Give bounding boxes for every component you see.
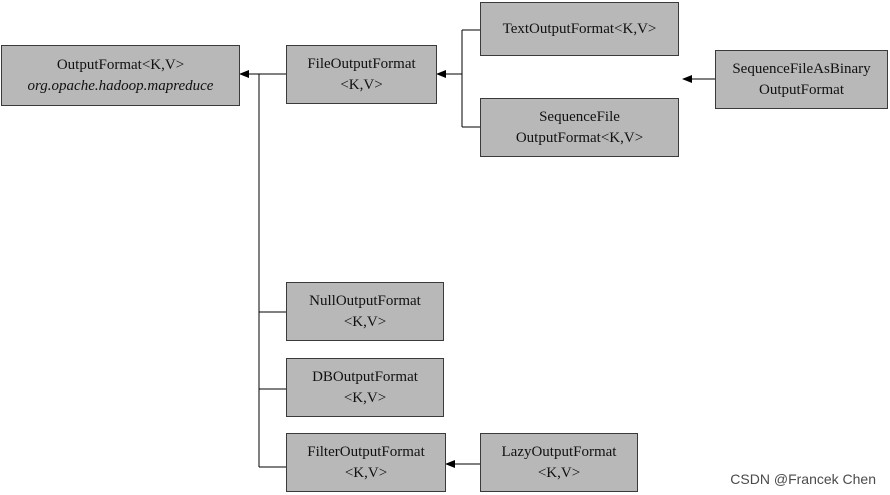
output-format-package: org.opache.hadoop.mapreduce: [27, 77, 214, 94]
null-output-format-title: NullOutputFormat: [309, 292, 421, 309]
lazy-output-format-title: LazyOutputFormat: [501, 443, 617, 460]
null-output-format-node: NullOutputFormat <K,V>: [286, 282, 444, 341]
output-format-title: OutputFormat<K,V>: [56, 56, 185, 73]
sequence-file-as-binary-suffix: OutputFormat: [759, 81, 844, 98]
sequence-file-output-format-title: SequenceFile: [539, 108, 620, 125]
filter-output-format-generic: <K,V>: [344, 464, 388, 481]
sequence-file-as-binary-node: SequenceFileAsBinary OutputFormat: [715, 50, 888, 109]
sequence-file-output-format-generic: OutputFormat<K,V>: [515, 129, 644, 146]
file-output-format-node: FileOutputFormat <K,V>: [286, 45, 437, 104]
null-output-format-generic: <K,V>: [343, 313, 387, 330]
db-output-format-title: DBOutputFormat: [312, 368, 418, 385]
sequence-file-as-binary-title: SequenceFileAsBinary: [732, 60, 871, 77]
text-output-format-title: TextOutputFormat<K,V>: [502, 20, 657, 37]
lazy-output-format-node: LazyOutputFormat <K,V>: [480, 433, 638, 492]
filter-output-format-title: FilterOutputFormat: [307, 443, 425, 460]
lazy-output-format-generic: <K,V>: [537, 464, 581, 481]
sequence-file-output-format-node: SequenceFile OutputFormat<K,V>: [480, 98, 679, 157]
watermark: CSDN @Francek Chen: [730, 471, 876, 487]
text-output-format-node: TextOutputFormat<K,V>: [480, 2, 679, 56]
file-output-format-title: FileOutputFormat: [307, 55, 416, 72]
file-output-format-generic: <K,V>: [340, 76, 383, 93]
db-output-format-node: DBOutputFormat <K,V>: [286, 358, 444, 417]
db-output-format-generic: <K,V>: [343, 389, 387, 406]
filter-output-format-node: FilterOutputFormat <K,V>: [286, 433, 446, 492]
output-format-node: OutputFormat<K,V> org.opache.hadoop.mapr…: [1, 45, 240, 106]
